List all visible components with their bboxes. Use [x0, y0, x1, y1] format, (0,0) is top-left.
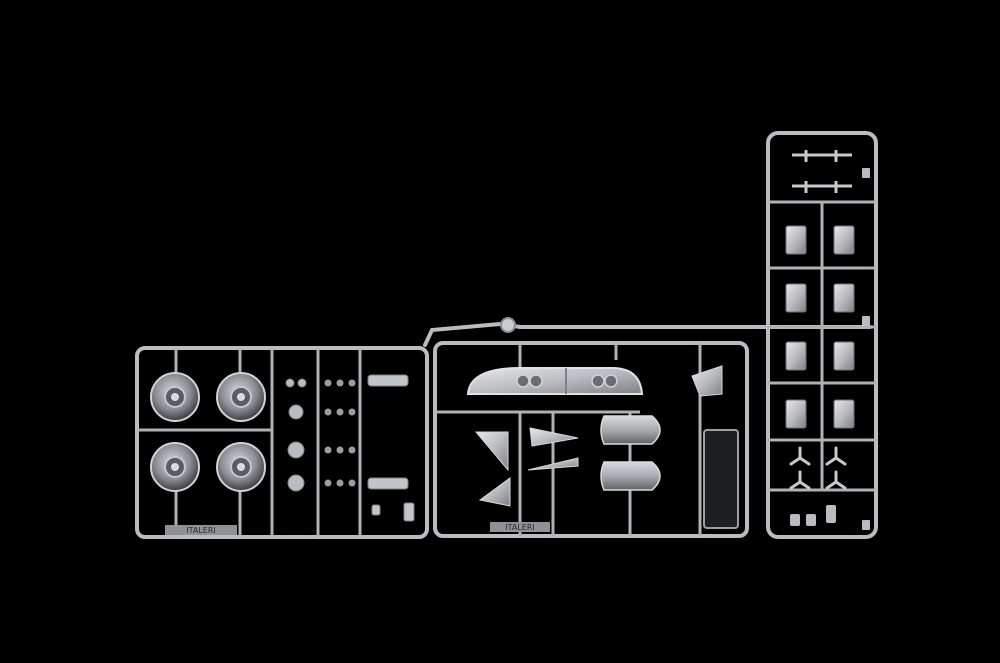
left-sprue: ITALERI [135, 346, 429, 539]
bracket-parts [367, 374, 415, 522]
part-code-tag [165, 525, 237, 535]
tank-part [600, 415, 661, 445]
wheel-part [216, 442, 266, 492]
part-code-text: ITALERI [186, 526, 216, 535]
wheel-part [150, 372, 200, 422]
window-part [703, 429, 739, 529]
wheel-part [216, 372, 266, 422]
seat-part [691, 365, 723, 397]
axle-parts [792, 150, 852, 193]
headlight-parts [516, 374, 618, 388]
panel-parts [474, 427, 579, 507]
small-tabs [790, 168, 870, 530]
bead-parts [324, 379, 356, 487]
part-code-tag [490, 522, 550, 532]
right-sprue [766, 131, 878, 539]
middle-sprue: ITALERI [433, 341, 749, 538]
engine-block-parts [785, 225, 855, 429]
part-code-text: ITALERI [505, 523, 535, 532]
wheel-part [150, 442, 200, 492]
tristar-parts [789, 446, 847, 490]
connecting-runner [423, 317, 872, 347]
small-parts [285, 378, 307, 492]
tank-part [600, 461, 661, 491]
